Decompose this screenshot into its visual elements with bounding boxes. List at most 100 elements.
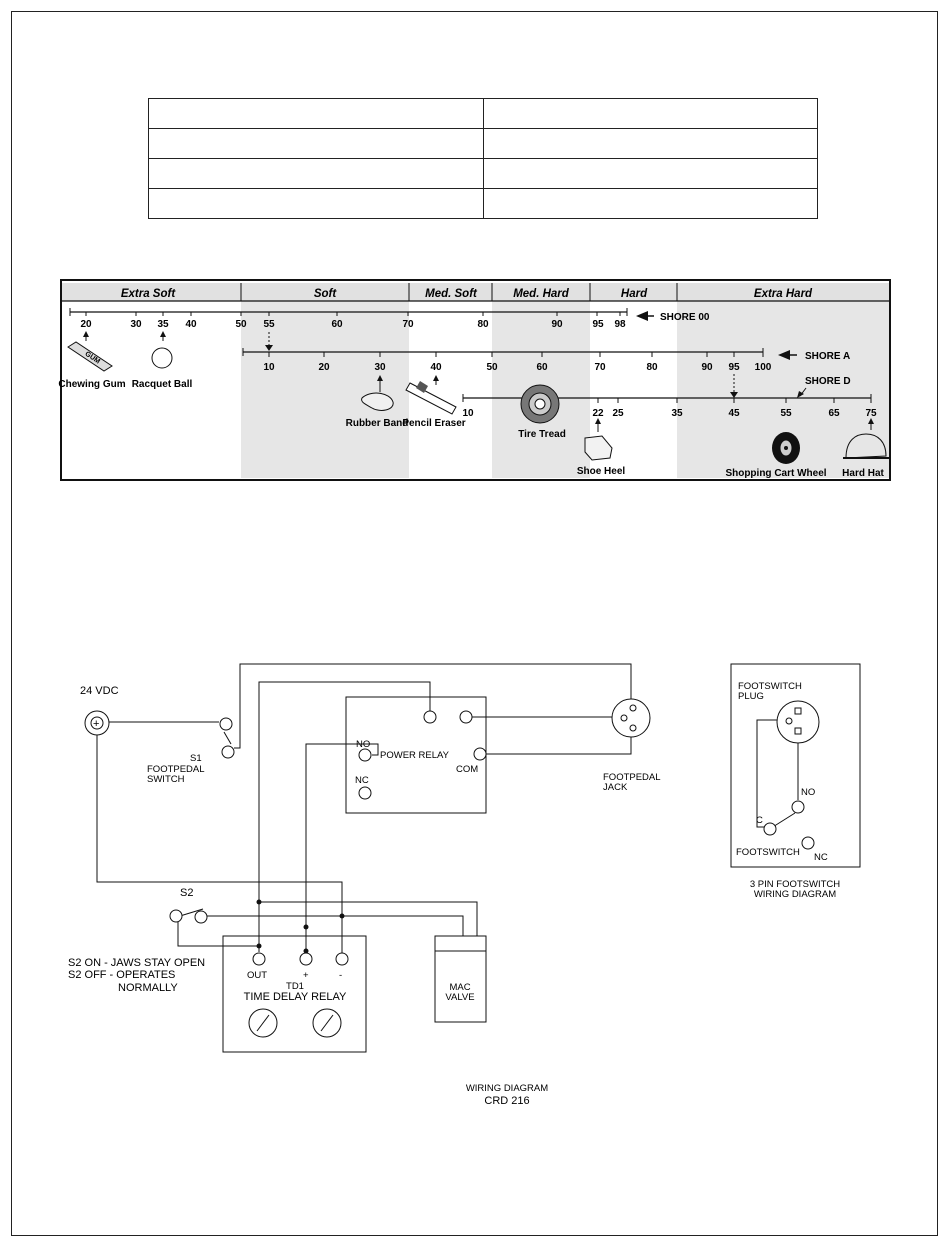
shore-00-tick: 80 (477, 319, 489, 330)
table-row (148, 128, 818, 159)
item-shopping-cart-wheel-label: Shopping Cart Wheel (725, 468, 826, 479)
shore-a-tick: 90 (701, 362, 713, 373)
shore-a-tick: 30 (374, 362, 386, 373)
shore-d-tick: 75 (865, 408, 877, 419)
item-chewing-gum-label: Chewing Gum (58, 379, 125, 390)
td1-minus-terminal (335, 952, 349, 966)
category-label: Extra Hard (754, 288, 813, 300)
plus-symbol: + (93, 718, 99, 730)
relay-com-terminal (473, 747, 487, 761)
shore-00-label: SHORE 00 (660, 312, 710, 323)
shore-00-tick: 90 (551, 319, 563, 330)
shore-a-tick: 20 (318, 362, 330, 373)
td1-out-terminal (252, 952, 266, 966)
relay-nc-terminal (358, 786, 372, 800)
footswitch-nc-terminal (801, 836, 815, 850)
shore-00-tick: 20 (80, 319, 92, 330)
table-cell (148, 188, 484, 219)
tire-tread-icon (520, 384, 560, 424)
fs-caption-2: WIRING DIAGRAM (754, 889, 836, 900)
s1-terminal (219, 717, 233, 731)
footswitch-no-label: NO (801, 787, 815, 798)
shore-d-tick: 25 (612, 408, 624, 419)
page-frame (11, 11, 938, 1236)
shore-a-tick: 50 (486, 362, 498, 373)
td1-out-label: OUT (247, 970, 267, 981)
shore-d-label: SHORE D (805, 376, 851, 387)
s1-desc-2: SWITCH (147, 774, 185, 785)
blank-table (148, 98, 818, 219)
shore-00-tick: 30 (130, 319, 142, 330)
supply-label: 24 VDC (80, 685, 119, 697)
category-label: Med. Hard (513, 288, 570, 300)
valve-label: VALVE (445, 992, 474, 1003)
footswitch-label: FOOTSWITCH (736, 847, 800, 858)
jack-label-2: JACK (603, 782, 628, 793)
shore-a-tick: 80 (646, 362, 658, 373)
item-pencil-eraser-label: Pencil Eraser (402, 418, 465, 429)
hardness-scale: Extra Soft Soft Med. Soft Med. Hard Hard… (58, 279, 891, 481)
fs-caption: 3 PIN FOOTSWITCH (750, 879, 840, 890)
shore-a-tick: 100 (755, 362, 772, 373)
shore-00-tick: 95 (592, 319, 604, 330)
relay-no-label: NO (356, 739, 370, 750)
shore-00-tick: 55 (263, 319, 275, 330)
rubber-band-icon (361, 392, 394, 411)
wiring-diagram: 24 VDC + S1 FOOTPEDAL SWITCH NO POWER RE… (68, 663, 861, 1107)
shopping-cart-wheel-icon (772, 432, 800, 464)
shore-a-tick: 10 (263, 362, 275, 373)
s2-off-note: S2 OFF - OPERATES (68, 969, 175, 981)
shore-a-tick: 60 (536, 362, 548, 373)
table-cell (482, 128, 818, 159)
shore-00-tick: 40 (185, 319, 197, 330)
table-row (148, 188, 818, 219)
jack-label: FOOTPEDAL (603, 772, 661, 783)
td1-label: TD1 (286, 981, 304, 992)
shore-d-tick: 10 (462, 408, 474, 419)
table-cell (482, 158, 818, 189)
shore-d-tick: 55 (780, 408, 792, 419)
td1-plus-label: + (303, 970, 309, 981)
category-label: Extra Soft (121, 288, 176, 300)
shore-d-tick: 22 (592, 408, 604, 419)
racquet-ball-icon (151, 347, 173, 369)
s2-off-note-2: NORMALLY (118, 982, 178, 994)
item-hard-hat-label: Hard Hat (842, 468, 884, 479)
footpedal-jack (611, 698, 651, 738)
td1-name: TIME DELAY RELAY (244, 991, 347, 1003)
shore-a-tick: 40 (430, 362, 442, 373)
item-racquet-ball-label: Racquet Ball (132, 379, 193, 390)
relay-terminal (459, 710, 473, 724)
shore-d-tick: 65 (828, 408, 840, 419)
s1-terminal (221, 745, 235, 759)
relay-no-terminal (358, 748, 372, 762)
relay-terminal (423, 710, 437, 724)
relay-com-label: COM (456, 764, 478, 775)
s2-terminal (194, 910, 208, 924)
shoe-heel-icon (584, 435, 613, 461)
table-row (148, 98, 818, 129)
plug-label-2: PLUG (738, 691, 764, 702)
s2-label: S2 (180, 887, 193, 899)
power-relay-label: POWER RELAY (380, 750, 450, 761)
mac-label: MAC (449, 982, 470, 993)
td1-plus-terminal (299, 952, 313, 966)
item-shoe-heel-label: Shoe Heel (577, 466, 626, 477)
footswitch-c-terminal (763, 822, 777, 836)
pencil-eraser-icon (405, 381, 457, 415)
shore-a-tick: 95 (728, 362, 740, 373)
shore-a-tick: 70 (594, 362, 606, 373)
mac-valve-box (434, 935, 487, 1023)
s2-terminal (169, 909, 183, 923)
wiring-caption-2: CRD 216 (484, 1095, 529, 1107)
shore-d-tick: 35 (671, 408, 683, 419)
shore-d-tick: 45 (728, 408, 740, 419)
footswitch-box (730, 663, 861, 868)
footswitch-nc-label: NC (814, 852, 828, 863)
item-tire-tread-label: Tire Tread (518, 429, 566, 440)
footswitch-no-terminal (791, 800, 805, 814)
plug-label: FOOTSWITCH (738, 681, 802, 692)
item-rubber-band-label: Rubber Band (346, 418, 409, 429)
footswitch-c-label: C (756, 815, 763, 826)
relay-nc-label: NC (355, 775, 369, 786)
